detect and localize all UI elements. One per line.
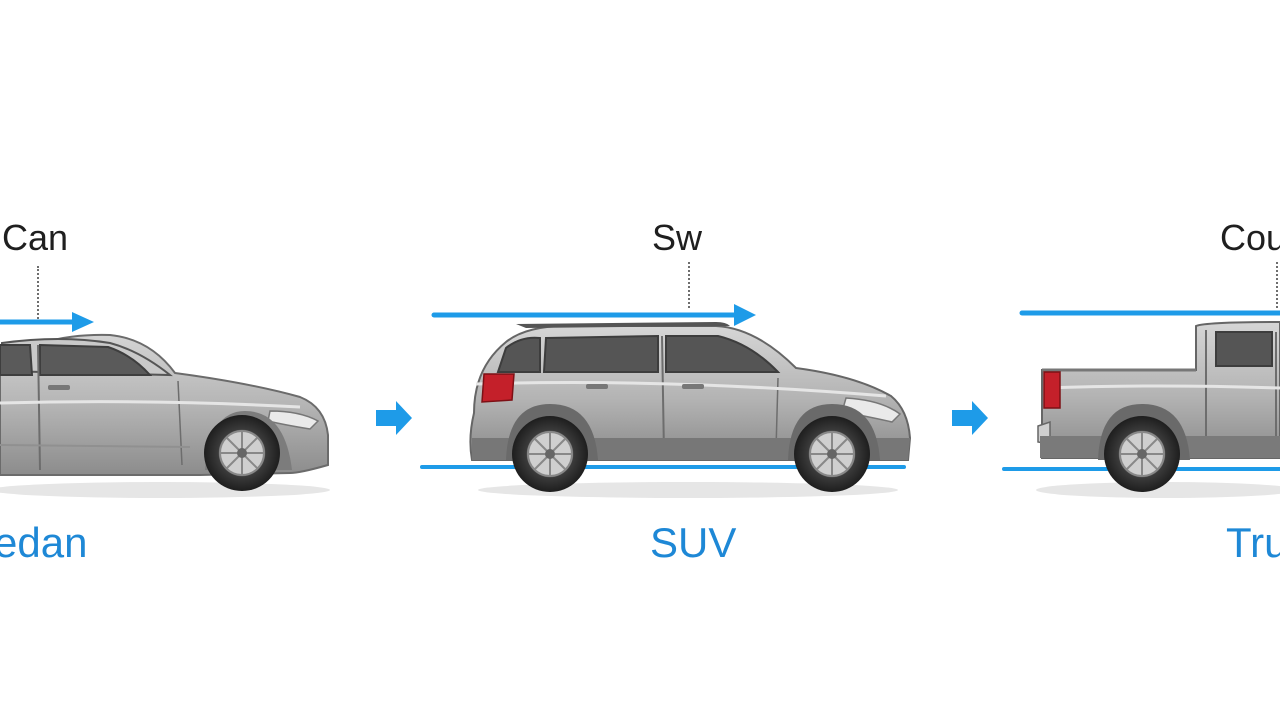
truck-bottom-label: Tru bbox=[1226, 519, 1280, 566]
car-side-icon bbox=[0, 333, 330, 498]
truck-leader-line bbox=[1276, 262, 1278, 308]
right-arrow-icon bbox=[376, 401, 412, 435]
suv-leader-line bbox=[688, 262, 690, 308]
suv-bottom-label: SUV bbox=[650, 519, 737, 566]
sedan-top-label: Can bbox=[2, 217, 69, 258]
sedan-top-speed-arrow bbox=[0, 312, 94, 332]
sedan-bottom-label: edan bbox=[0, 519, 88, 566]
sedan-leader-line bbox=[37, 266, 39, 322]
right-arrow-icon bbox=[952, 401, 988, 435]
suv-top-speed-arrow bbox=[431, 304, 756, 326]
truck-top-speed-line bbox=[1019, 310, 1280, 316]
pickup-truck-icon bbox=[1036, 320, 1280, 498]
truck-top-label: Cou bbox=[1220, 217, 1280, 258]
suv-side-icon bbox=[469, 322, 912, 498]
suv-top-label: Sw bbox=[652, 217, 703, 258]
